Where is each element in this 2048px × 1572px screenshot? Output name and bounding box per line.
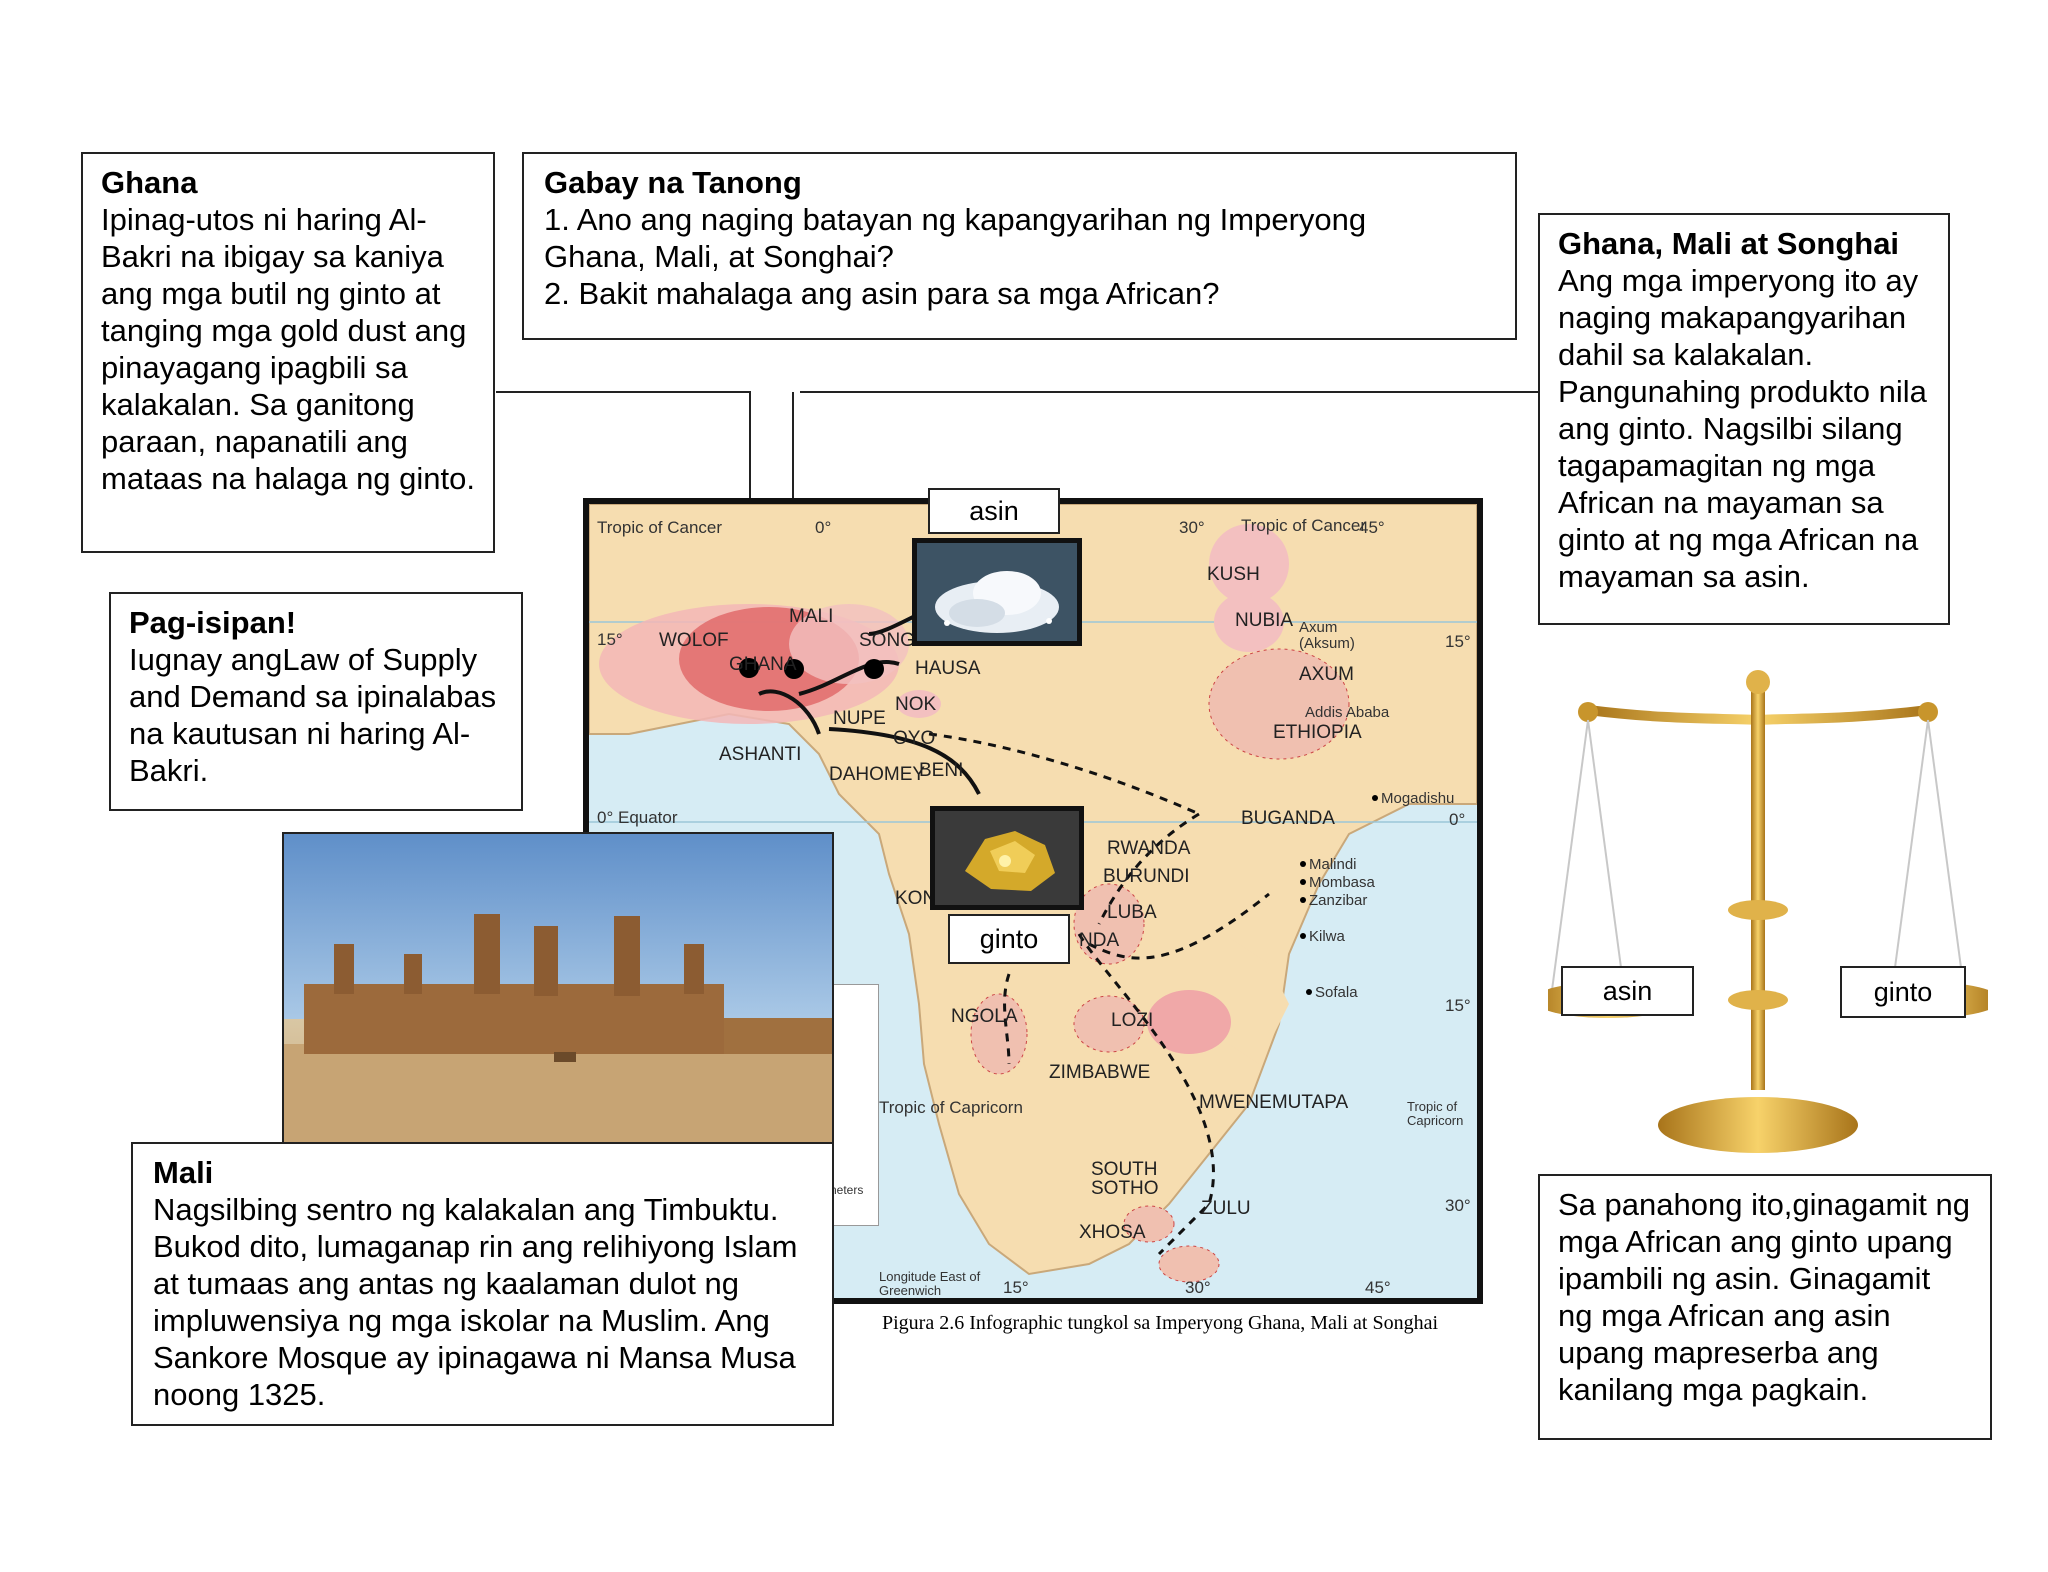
mali-title: Mali <box>153 1155 214 1190</box>
lat-15s-right: 15° <box>1445 996 1471 1015</box>
city-zanzibar: Zanzibar <box>1309 892 1368 909</box>
region-kush: KUSH <box>1207 564 1260 585</box>
think-title: Pag-isipan! <box>129 605 297 640</box>
djenne-mosque-photo <box>282 832 834 1144</box>
region-ashanti: ASHANTI <box>719 744 802 765</box>
ghana-mali-songhai-box: Ghana, Mali at Songhai Ang mga imperyong… <box>1538 213 1950 625</box>
ghana-body: Ipinag-utos ni haring Al-Bakri na ibigay… <box>101 202 475 496</box>
region-zimbabwe: ZIMBABWE <box>1049 1062 1151 1083</box>
lat-0-right: 0° <box>1449 810 1466 829</box>
salt-photo <box>912 538 1082 646</box>
lat-30s-right: 30° <box>1445 1196 1471 1215</box>
region-songhai: SONGH <box>859 630 929 651</box>
ghana-title: Ghana <box>101 165 198 200</box>
ghana-info-box: Ghana Ipinag-utos ni haring Al-Bakri na … <box>81 152 495 553</box>
region-wolof: WOLOF <box>659 630 729 651</box>
legend-scale-text: neters <box>830 1183 864 1197</box>
region-south-sotho: SOUTH SOTHO <box>1091 1159 1159 1199</box>
city-kilwa: Kilwa <box>1309 928 1345 945</box>
scale-gold-label: ginto <box>1840 966 1966 1018</box>
gold-nugget-photo <box>930 806 1084 910</box>
region-lunda: NDA <box>1079 930 1120 951</box>
map-salt-label: asin <box>928 488 1060 534</box>
region-ngola: NGOLA <box>951 1006 1018 1027</box>
region-kongo: KON <box>895 888 937 909</box>
region-xhosa: XHOSA <box>1079 1222 1146 1243</box>
lon-bottom-45: 45° <box>1365 1278 1391 1297</box>
lat-tropic-cancer-left: Tropic of Cancer <box>597 518 723 537</box>
salt-gold-use-box: Sa panahong ito,ginagamit ng mga African… <box>1538 1174 1992 1440</box>
figure-caption: Pigura 2.6 Infographic tungkol sa Impery… <box>882 1312 1438 1334</box>
region-mali: MALI <box>789 606 834 627</box>
region-nupe: NUPE <box>833 708 886 729</box>
lat-15n-right: 15° <box>1445 632 1471 651</box>
city-sofala: Sofala <box>1315 984 1358 1001</box>
think-box: Pag-isipan! Iugnay angLaw of Supply and … <box>109 592 523 811</box>
guide-question-2: 2. Bakit mahalaga ang asin para sa mga A… <box>544 276 1220 311</box>
lat-15n-left: 15° <box>597 630 623 649</box>
lat-tropic-cancer-right: Tropic of Cancer <box>1241 516 1367 535</box>
lon-bottom-15: 15° <box>1003 1278 1029 1297</box>
region-mwenemutapa: MWENEMUTAPA <box>1199 1092 1349 1113</box>
mali-info-box: Mali Nagsilbing sentro ng kalakalan ang … <box>131 1142 834 1426</box>
guide-question-1: 1. Ano ang naging batayan ng kapangyarih… <box>544 202 1367 274</box>
region-buganda: BUGANDA <box>1241 808 1335 829</box>
city-mogadishu: Mogadishu <box>1381 790 1455 807</box>
lon-bottom-30: 30° <box>1185 1278 1211 1297</box>
region-benin: BENI <box>919 760 964 781</box>
think-body: Iugnay angLaw of Supply and Demand sa ip… <box>129 642 497 788</box>
guide-title: Gabay na Tanong <box>544 165 802 200</box>
gms-title: Ghana, Mali at Songhai <box>1558 226 1900 261</box>
map-gold-label: ginto <box>948 914 1070 964</box>
scale-salt-label: asin <box>1561 966 1694 1016</box>
city-addis-ababa: Addis Ababa <box>1305 704 1390 721</box>
lat-equator: 0° Equator <box>597 808 678 827</box>
region-rwanda: RWANDA <box>1107 838 1191 859</box>
region-lozi: LOZI <box>1111 1010 1154 1031</box>
region-oyo: OYO <box>893 728 936 749</box>
lat-tropic-capricorn-right: Tropic of Capricorn <box>1407 1099 1464 1128</box>
map-legend-box: neters <box>829 984 879 1226</box>
lon-top-0: 0° <box>815 518 832 537</box>
lon-top-30: 30° <box>1179 518 1205 537</box>
city-axum: Axum (Aksum) <box>1299 619 1355 652</box>
longitude-note: Longitude East of Greenwich <box>879 1269 981 1298</box>
guide-questions-box: Gabay na Tanong 1. Ano ang naging bataya… <box>522 152 1517 340</box>
region-hausa: HAUSA <box>915 658 981 679</box>
city-malindi: Malindi <box>1309 856 1357 873</box>
region-dahomey: DAHOMEY <box>829 764 926 785</box>
region-luba: LUBA <box>1107 902 1157 923</box>
balance-scale-icon <box>1533 660 2001 1160</box>
region-nubia: NUBIA <box>1235 610 1294 631</box>
lon-top-45: 45° <box>1359 518 1385 537</box>
salt-gold-use-body: Sa panahong ito,ginagamit ng mga African… <box>1558 1187 1970 1407</box>
region-ghana: GHANA <box>729 654 797 675</box>
mali-body: Nagsilbing sentro ng kalakalan ang Timbu… <box>153 1192 798 1412</box>
region-burundi: BURUNDI <box>1103 866 1190 887</box>
city-mombasa: Mombasa <box>1309 874 1375 891</box>
region-nok: NOK <box>895 694 937 715</box>
region-axum: AXUM <box>1299 664 1354 685</box>
lat-tropic-capricorn-left: Tropic of Capricorn <box>879 1098 1023 1117</box>
region-zulu: ZULU <box>1201 1198 1251 1219</box>
gms-body: Ang mga imperyong ito ay naging makapang… <box>1558 263 1927 594</box>
region-ethiopia: ETHIOPIA <box>1273 722 1362 743</box>
